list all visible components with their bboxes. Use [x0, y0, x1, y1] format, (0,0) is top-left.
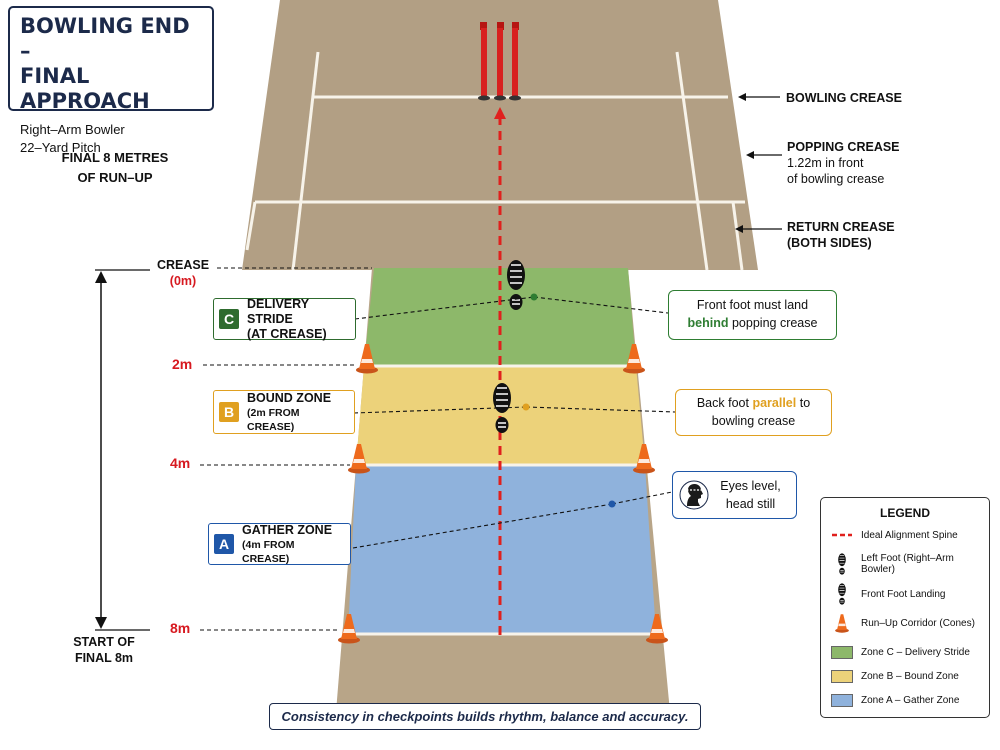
stumps — [478, 22, 521, 101]
footer-note: Consistency in checkpoints builds rhythm… — [269, 703, 701, 730]
return-crease-label: RETURN CREASE (BOTH SIDES) — [787, 220, 895, 250]
crease-marker: CREASE (0m) — [156, 258, 210, 288]
marker-2m: 2m — [172, 356, 193, 372]
legend-item-left-foot: Left Foot (Right–Arm Bowler) — [831, 553, 989, 575]
distance-arrow-top — [95, 271, 107, 283]
return-crease-lines — [245, 51, 744, 271]
distance-arrow-bottom — [95, 617, 107, 629]
title-line-2: FINAL APPROACH — [20, 64, 150, 113]
legend-item-cones: Run–Up Corridor (Cones) — [831, 614, 975, 633]
zone-c-label: C DELIVERY STRIDE (AT CREASE) — [213, 297, 356, 341]
zone-b-bound-zone — [356, 366, 645, 465]
zone-c-badge: C — [219, 309, 239, 329]
shoe-print-icon — [831, 553, 853, 575]
bowler-type: Right–Arm Bowler — [20, 122, 125, 137]
legend-item-spine: Ideal Alignment Spine — [832, 529, 958, 541]
zone-b-badge: B — [219, 402, 239, 422]
back-foot-callout: Back foot parallel to bowling crease — [675, 389, 832, 436]
marker-4m: 4m — [170, 455, 191, 471]
legend-item-front-foot: Front Foot Landing — [831, 583, 946, 605]
shoe-print-icon — [831, 583, 853, 605]
zone-a-gather-zone — [348, 465, 656, 634]
zone-b-label: B BOUND ZONE (2m FROM CREASE) — [213, 390, 355, 434]
legend: LEGEND Ideal Alignment Spine Left Foot (… — [820, 497, 990, 718]
start-marker: START OF FINAL 8m — [73, 635, 135, 665]
zone-a-badge: A — [214, 534, 234, 554]
legend-title: LEGEND — [879, 506, 930, 520]
eyes-callout: Eyes level, head still — [672, 471, 797, 519]
legend-item-zone-c: Zone C – Delivery Stride — [831, 644, 970, 660]
marker-8m: 8m — [170, 620, 191, 636]
section-heading: FINAL 8 METRES OF RUN–UP — [61, 150, 169, 185]
front-foot-print-icon — [506, 259, 526, 311]
bowling-crease-label: BOWLING CREASE — [786, 91, 902, 105]
cone-icon — [831, 614, 853, 633]
head-icon — [679, 480, 709, 510]
popping-crease-label: POPPING CREASE 1.22m in front of bowling… — [787, 140, 900, 186]
legend-item-zone-b: Zone B – Bound Zone — [831, 668, 959, 684]
front-foot-callout: Front foot must land behind popping crea… — [668, 290, 837, 340]
legend-item-zone-a: Zone A – Gather Zone — [831, 692, 959, 708]
pitch-length: 22–Yard Pitch — [20, 140, 101, 155]
title-line-1: BOWLING END – — [20, 14, 190, 63]
title-box: BOWLING END – FINAL APPROACH Right–Arm B… — [8, 6, 214, 155]
zone-a-label: A GATHER ZONE (4m FROM CREASE) — [208, 523, 351, 565]
leader-lines — [200, 267, 676, 631]
